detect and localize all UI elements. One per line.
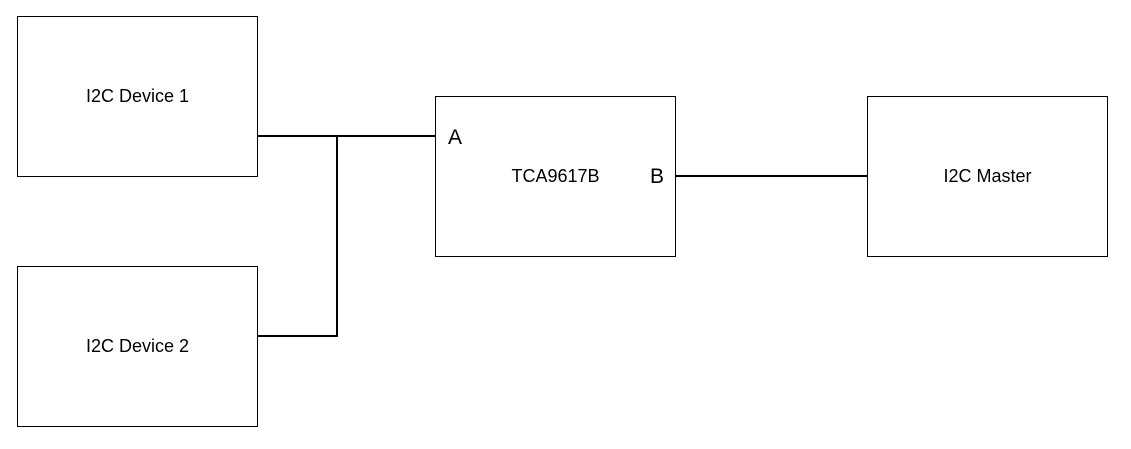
tca9617b-label: TCA9617B — [511, 166, 600, 186]
i2c-master-block: I2C Master — [867, 96, 1108, 257]
port-a-label: A — [448, 126, 463, 149]
i2c-device-1-label: I2C Device 1 — [85, 86, 190, 106]
i2c-device-1-block: I2C Device 1 — [17, 16, 258, 177]
i2c-master-label: I2C Master — [943, 166, 1032, 186]
i2c-device-2-block: I2C Device 2 — [17, 266, 258, 427]
port-b-label: B — [650, 165, 665, 188]
i2c-device-2-label: I2C Device 2 — [85, 336, 190, 356]
tca9617b-block: TCA9617B — [435, 96, 676, 257]
